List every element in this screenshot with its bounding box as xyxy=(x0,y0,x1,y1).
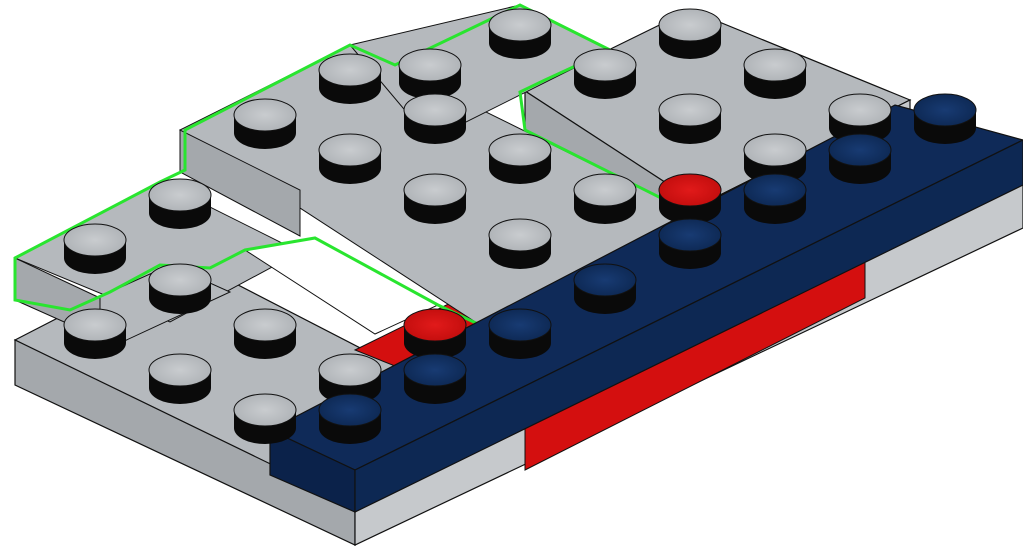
red-studs xyxy=(403,173,722,359)
gray-studs xyxy=(63,8,892,444)
navy-studs xyxy=(318,93,977,444)
